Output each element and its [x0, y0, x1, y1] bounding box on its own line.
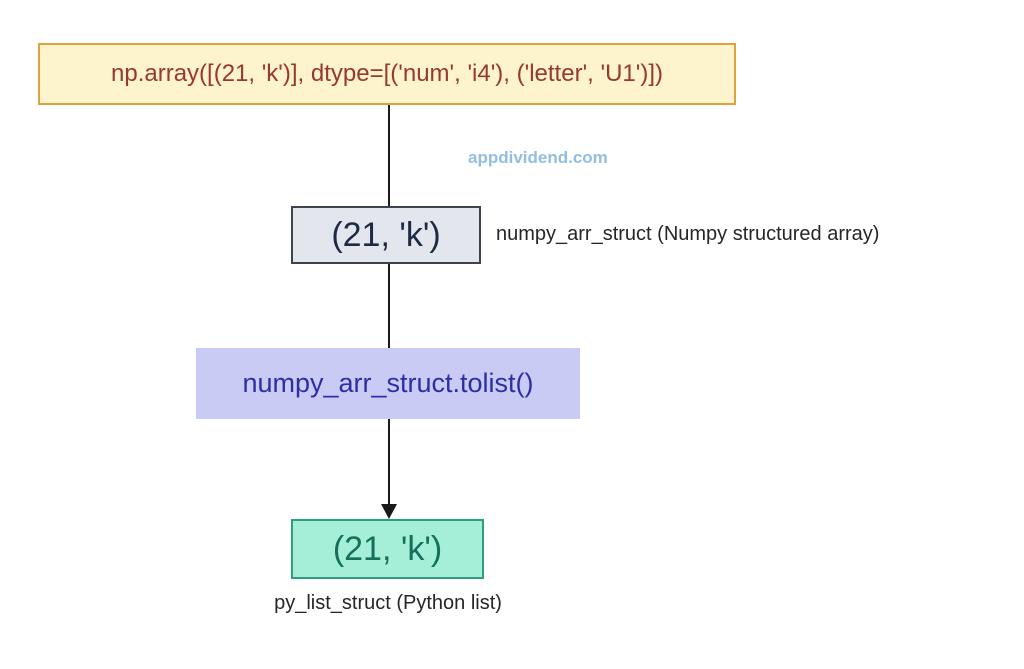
arrow-down-icon: [381, 504, 397, 519]
tolist-method-box: numpy_arr_struct.tolist(): [196, 348, 580, 419]
python-list-label: py_list_struct (Python list): [274, 592, 502, 614]
numpy-array-creation-code: np.array([(21, 'k')], dtype=[('num', 'i4…: [111, 60, 663, 87]
tolist-method-call: numpy_arr_struct.tolist(): [242, 368, 534, 398]
numpy-structured-array-box: (21, 'k'): [291, 206, 481, 264]
python-list-box: (21, 'k'): [291, 519, 484, 579]
connector-line-bottom: [388, 419, 390, 506]
python-list-value: (21, 'k'): [332, 529, 443, 568]
watermark-text: appdividend.com: [468, 148, 608, 167]
numpy-array-creation-box: np.array([(21, 'k')], dtype=[('num', 'i4…: [38, 43, 736, 105]
connector-line-top: [388, 105, 390, 206]
numpy-structured-array-label: numpy_arr_struct (Numpy structured array…: [496, 223, 880, 245]
connector-line-middle: [388, 264, 390, 348]
numpy-structured-array-value: (21, 'k'): [331, 215, 441, 254]
